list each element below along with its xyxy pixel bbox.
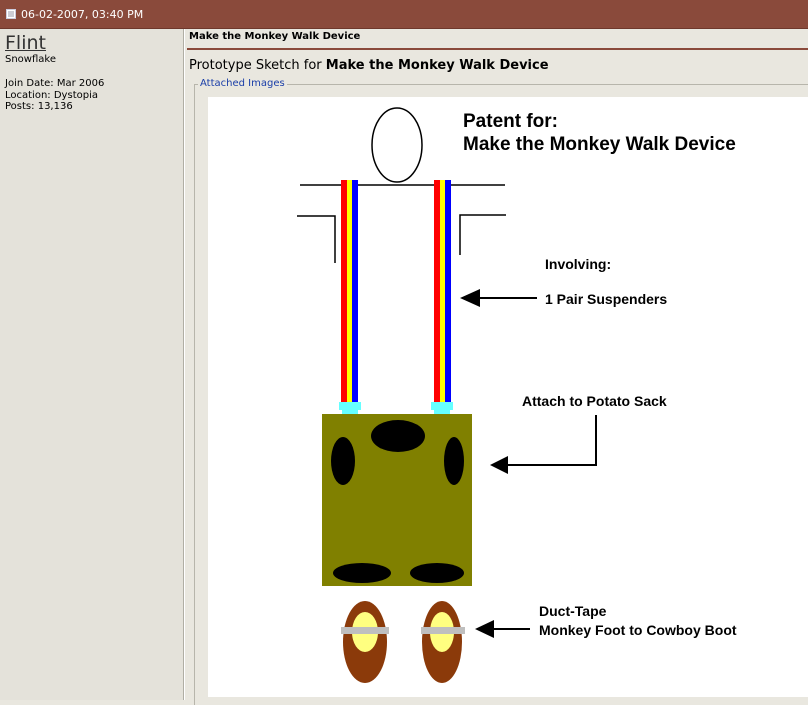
sack-hole-bottom-left [333,563,391,583]
right-suspender [431,180,453,419]
monkey-head [371,107,423,183]
right-stripe-red [434,180,440,402]
join-date: Join Date: Mar 2006 [5,78,105,89]
post-icon [6,9,16,19]
left-boot [341,601,389,683]
post-header-bar: 06-02-2007, 03:40 PM [0,0,808,29]
right-arm [459,214,506,255]
post-title: Make the Monkey Walk Device [189,31,361,42]
left-stripe-red [341,180,347,402]
username-link[interactable]: Flint [5,32,46,54]
left-suspender [339,180,361,419]
attachments-legend: Attached Images [198,78,287,89]
suspenders-arrow [460,289,537,307]
right-stripe-blue [445,180,451,402]
user-info: Join Date: Mar 2006 Location: Dystopia P… [5,78,104,113]
user-title: Snowflake [5,54,56,65]
right-boot [421,601,465,683]
sketch-drawing: Patent for: Make the Monkey Walk Device … [297,107,737,683]
post-body: Make the Monkey Walk Device Prototype Sk… [186,29,808,705]
sidebar-divider [184,29,185,700]
user-sidebar: Flint Snowflake Join Date: Mar 2006 Loca… [0,29,184,700]
suspenders-label: 1 Pair Suspenders [545,291,667,307]
left-arm [297,215,336,263]
duct-tape-label-1: Duct-Tape [539,603,607,619]
attachments-fieldset [194,84,808,705]
potato-sack-label: Attach to Potato Sack [522,393,667,409]
right-stripe-yellow [440,180,445,402]
duct-tape-arrow [475,620,530,638]
sack-hole-right [444,437,464,485]
sack-hole-top [371,420,425,452]
right-clip [431,402,453,410]
heading-line1: Patent for: [463,111,558,132]
sack-hole-bottom-right [410,563,464,583]
post-date: 06-02-2007, 03:40 PM [21,7,144,21]
duct-tape-label-2: Monkey Foot to Cowboy Boot [539,622,737,638]
post-subject: Prototype Sketch for Make the Monkey Wal… [189,58,549,73]
involving-label: Involving: [545,256,611,272]
sack-hole-left [331,437,355,485]
left-stripe-blue [352,180,358,402]
left-clip [339,402,361,410]
post-count: Posts: 13,136 [5,101,73,112]
title-divider [187,48,808,50]
heading-line2: Make the Monkey Walk Device [463,134,736,155]
location: Location: Dystopia [5,89,98,101]
attached-image[interactable]: Patent for: Make the Monkey Walk Device … [208,97,808,697]
left-stripe-yellow [347,180,352,402]
potato-sack-arrow [490,415,597,474]
